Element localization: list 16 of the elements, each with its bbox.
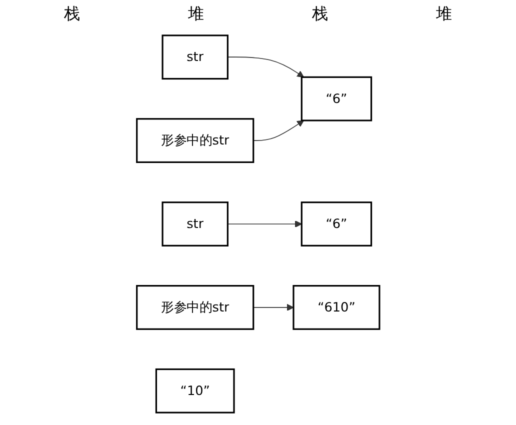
heading-label: 栈 bbox=[64, 4, 80, 25]
node-box: “6” bbox=[300, 76, 372, 122]
node-box: “610” bbox=[292, 284, 380, 330]
node-box: “10” bbox=[155, 368, 235, 414]
node-box: 形参中的str bbox=[136, 284, 254, 330]
node-box: str bbox=[162, 202, 228, 246]
heading-label: 堆 bbox=[436, 4, 452, 25]
arrow bbox=[252, 120, 304, 141]
heading-label: 堆 bbox=[188, 4, 204, 25]
node-box: 形参中的str bbox=[136, 118, 254, 164]
arrow bbox=[227, 220, 302, 228]
node-box: “6” bbox=[300, 202, 372, 246]
arrow bbox=[252, 304, 294, 311]
arrow bbox=[227, 56, 304, 78]
heading-label: 栈 bbox=[312, 4, 328, 25]
node-box: str bbox=[162, 34, 228, 80]
